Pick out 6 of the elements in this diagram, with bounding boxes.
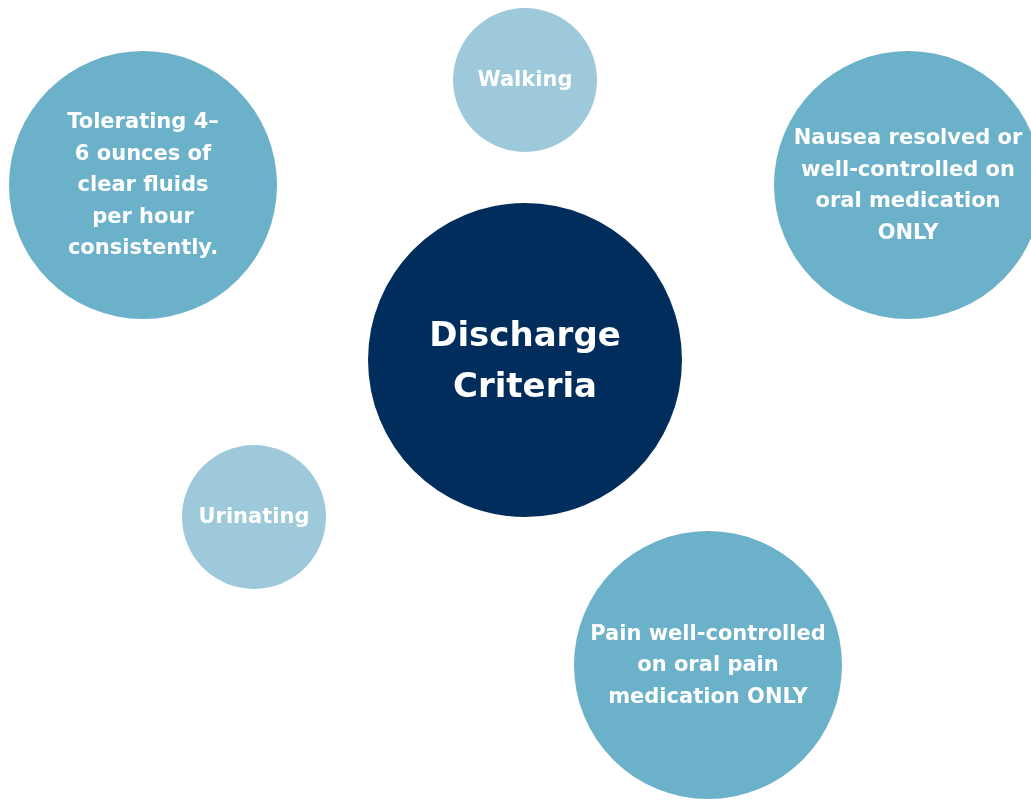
- criterion-text: Tolerating 4–6 ounces of clear fluids per hour consistently.: [66, 108, 220, 262]
- criterion-text: Nausea resolved or well-controlled on oral medication ONLY: [792, 124, 1024, 246]
- center-title: Discharge Criteria: [428, 313, 622, 407]
- criterion-text: Pain well-controlled on oral pain medication ONLY: [589, 619, 827, 710]
- criterion-text: Urinating: [197, 503, 311, 531]
- criterion-text: Walking: [476, 66, 574, 94]
